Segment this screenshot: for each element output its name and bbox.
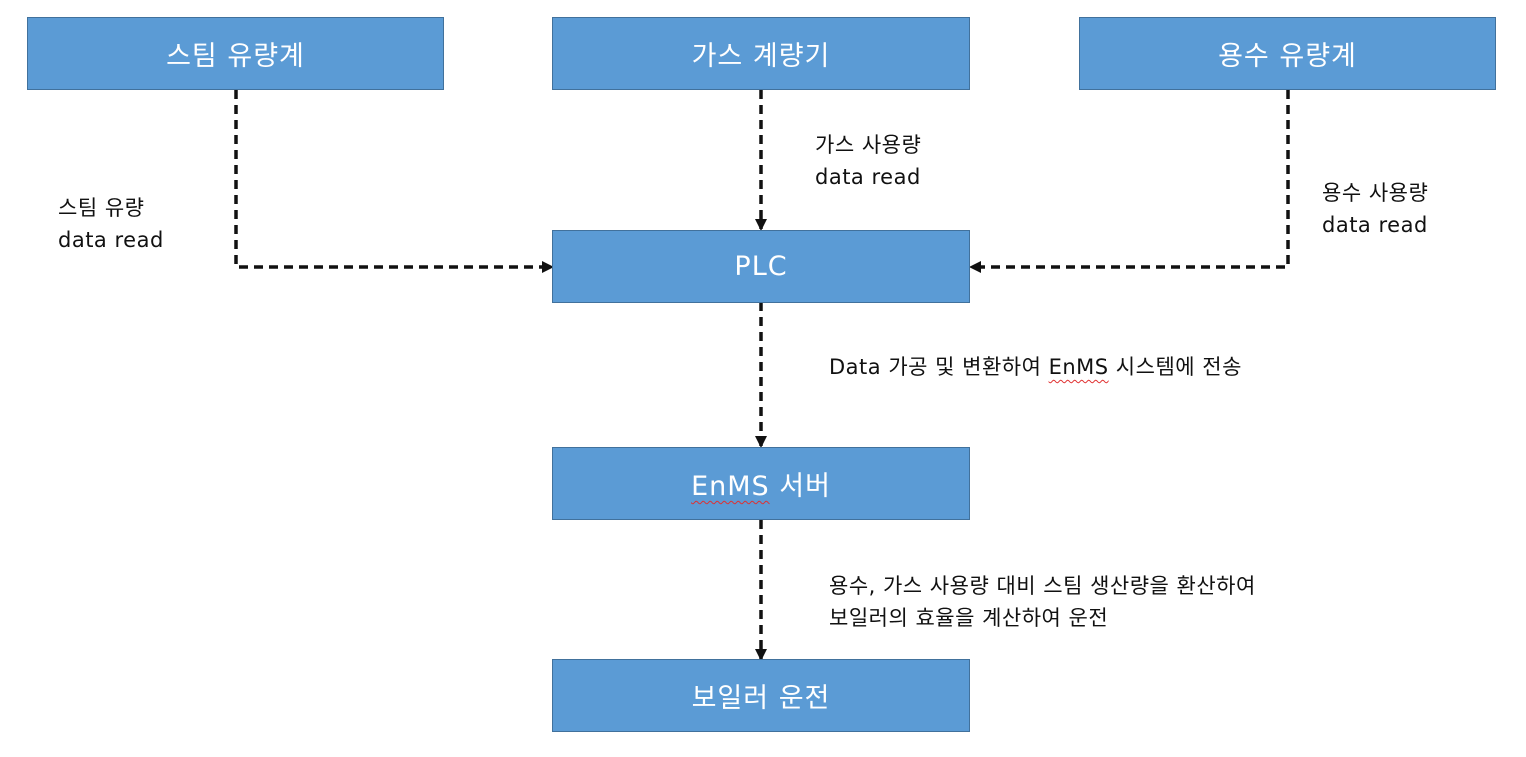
enms-server-node: EnMS 서버 — [552, 447, 970, 520]
boiler-operation-node: 보일러 운전 — [552, 659, 970, 732]
plc-node: PLC — [552, 230, 970, 303]
water-flowmeter-node: 용수 유량계 — [1079, 17, 1496, 90]
steam-read-line2: data read — [58, 228, 164, 252]
enms-to-boiler-line2: 보일러의 효율을 계산하여 운전 — [829, 606, 1109, 630]
plc-to-enms-annotation: Data 가공 및 변환하여 EnMS 시스템에 전송 — [829, 351, 1242, 383]
gas-meter-label: 가스 계량기 — [691, 41, 831, 72]
steam-to-plc-connector — [234, 90, 554, 273]
water-to-plc-connector — [969, 90, 1290, 273]
water-read-line2: data read — [1322, 213, 1428, 237]
enms-to-boiler-line1: 용수, 가스 사용량 대비 스팀 생산량을 환산하여 — [829, 574, 1256, 598]
enms-server-label-enms: EnMS — [691, 471, 770, 502]
enms-server-label: EnMS 서버 — [691, 464, 831, 503]
steam-flowmeter-label: 스팀 유량계 — [166, 41, 305, 72]
steam-read-annotation: 스팀 유량 data read — [58, 192, 164, 256]
plc-to-enms-enms: EnMS — [1048, 355, 1109, 379]
gas-read-line1: 가스 사용량 — [815, 133, 922, 157]
enms-server-label-rest: 서버 — [769, 471, 831, 502]
gas-read-annotation: 가스 사용량 data read — [815, 129, 921, 193]
boiler-operation-label: 보일러 운전 — [691, 683, 831, 714]
gas-meter-node: 가스 계량기 — [552, 17, 970, 90]
plc-to-enms-line: Data 가공 및 변환하여 EnMS 시스템에 전송 — [829, 351, 1242, 383]
steam-flowmeter-node: 스팀 유량계 — [27, 17, 444, 90]
gas-read-line2: data read — [815, 165, 921, 189]
steam-read-line1: 스팀 유량 — [58, 196, 145, 220]
plc-label: PLC — [734, 251, 788, 282]
water-read-annotation: 용수 사용량 data read — [1322, 177, 1428, 241]
water-read-line1: 용수 사용량 — [1322, 181, 1429, 205]
water-flowmeter-label: 용수 유량계 — [1218, 41, 1357, 72]
plc-to-enms-before: Data 가공 및 변환하여 — [829, 355, 1049, 379]
enms-to-boiler-annotation: 용수, 가스 사용량 대비 스팀 생산량을 환산하여 보일러의 효율을 계산하여… — [829, 570, 1256, 634]
plc-to-enms-after: 시스템에 전송 — [1108, 355, 1242, 379]
